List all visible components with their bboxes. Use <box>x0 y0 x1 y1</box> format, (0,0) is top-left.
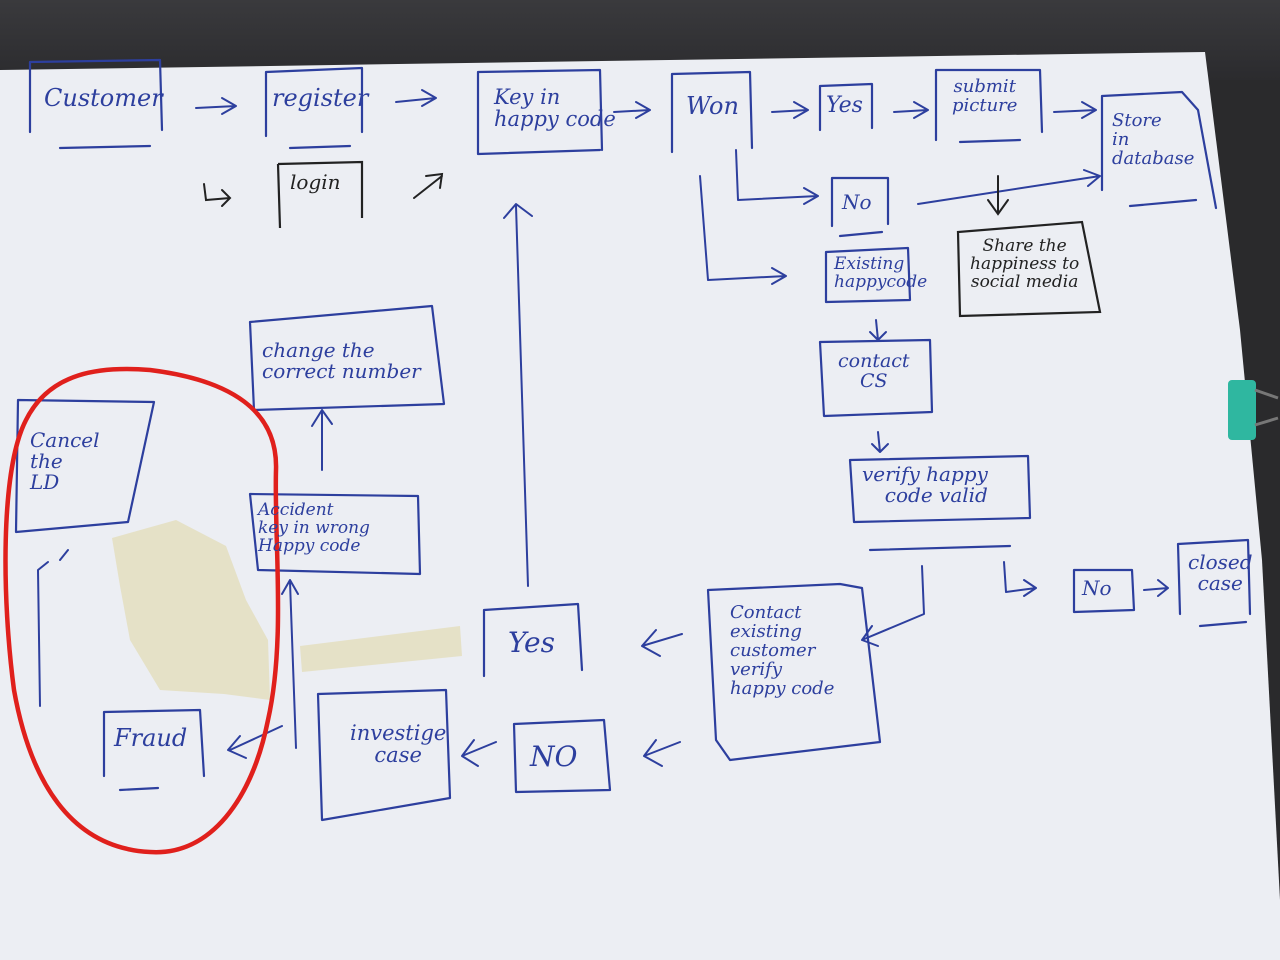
store-in-database-label: Store in database <box>1112 110 1195 169</box>
yes-bottom-label: Yes <box>508 626 555 659</box>
verify-happy-code-label: verify happy code valid <box>862 462 988 507</box>
closed-case-label: closed case <box>1188 550 1253 595</box>
arrow-keyin-won <box>613 101 651 119</box>
arrow-login-right <box>413 172 444 199</box>
arrow-won-existing <box>699 175 787 285</box>
arrow-verify-contact-existing <box>861 565 925 647</box>
key-in-happy-code-label: Key in happy code <box>494 85 616 132</box>
arrow-login-left <box>203 183 232 207</box>
no-right-label: No <box>1082 576 1112 600</box>
arrow-yes-keyin <box>503 203 533 587</box>
arrow-no-closed <box>1143 579 1169 597</box>
register-box <box>264 66 364 150</box>
arrow-accident-change <box>311 409 333 471</box>
won-label: Won <box>686 92 739 120</box>
login-label: login <box>290 170 341 194</box>
arrow-investigate-fraud <box>227 725 283 759</box>
store-in-database-box <box>1100 90 1218 210</box>
no-top-box <box>830 176 890 238</box>
fraud-box <box>102 708 206 792</box>
contact-existing-customer-label: Contact existing customer verify happy c… <box>730 602 835 699</box>
arrow-fraud-cancel <box>37 549 69 707</box>
yes-top-label: Yes <box>826 93 863 118</box>
arrow-existing-contact <box>869 319 887 341</box>
yes-top-box <box>818 82 874 132</box>
arrow-no-store <box>917 169 1101 205</box>
binder-clip-handle <box>1254 388 1279 427</box>
arrow-register-keyin <box>395 89 437 107</box>
accident-box <box>248 492 422 576</box>
change-the-correct-number-label: change the correct number <box>262 338 421 383</box>
customer-label: Customer <box>44 84 163 112</box>
cancel-ld-box <box>14 398 156 534</box>
closed-case-box <box>1176 538 1252 628</box>
existing-happy-code-box <box>824 246 912 304</box>
won-box <box>670 70 754 154</box>
arrow-to-share <box>987 175 1009 216</box>
node-boxes <box>14 58 1252 822</box>
arrow-contact-verify <box>871 431 889 453</box>
yes-bottom-box <box>482 602 584 678</box>
fraud-label: Fraud <box>114 724 188 752</box>
contact-existing-customer-box <box>706 582 882 762</box>
contact-cs-label: contact CS <box>838 350 910 392</box>
register-label: register <box>272 84 369 112</box>
cancel-the-ld-label: Cancel the LD <box>30 428 100 494</box>
flow-arrows <box>37 89 1169 767</box>
arrow-won-no <box>735 149 819 205</box>
arrow-verify-no <box>1003 561 1037 597</box>
binder-clip <box>1228 380 1256 440</box>
arrow-submit-store <box>1053 101 1097 119</box>
arrow-won-yes <box>771 101 809 119</box>
no-bottom-label: NO <box>530 740 578 773</box>
customer-box <box>28 58 164 150</box>
masking-tape <box>112 520 270 700</box>
no-top-label: No <box>842 190 872 214</box>
existing-happy-code-label: Existing happycode <box>834 254 928 292</box>
arrow-no-investigate <box>461 739 497 767</box>
accident-label: Accident key in wrong Happy code <box>258 500 370 556</box>
login-box <box>276 160 364 229</box>
submit-picture-box <box>934 68 1044 144</box>
verify-happy-code-box <box>848 454 1032 552</box>
arrow-yes-submit <box>893 101 929 119</box>
arrow-contact-yes <box>641 629 683 657</box>
investigate-case-label: investige case <box>350 721 447 768</box>
key-in-happy-code-box <box>476 68 604 156</box>
no-bottom-box <box>512 718 612 794</box>
arrow-customer-register <box>195 97 237 115</box>
arrow-contact-no <box>643 739 681 767</box>
arrow-to-accident <box>281 579 299 749</box>
paper-sheet <box>0 52 1280 960</box>
masking-tape-strip <box>300 626 462 672</box>
submit-picture-label: submit picture <box>952 76 1018 116</box>
investigate-case-box <box>316 688 452 822</box>
share-the-happiness-label: Share the happiness to social media <box>970 236 1080 292</box>
share-happiness-box <box>956 220 1102 318</box>
change-number-box <box>248 304 446 412</box>
no-right-box <box>1072 568 1136 614</box>
contact-cs-box <box>818 338 934 418</box>
red-highlight-circle <box>3 366 281 855</box>
